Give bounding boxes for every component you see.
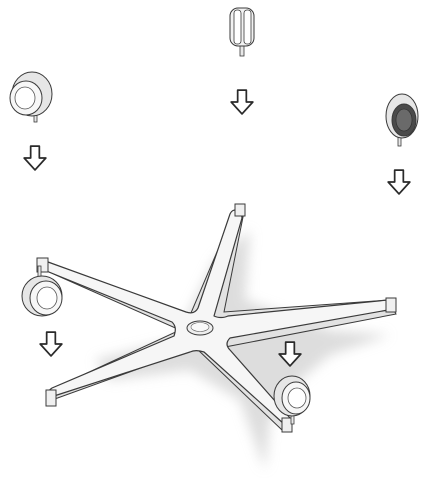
caster-3: [386, 94, 418, 146]
socket-top: [235, 204, 245, 216]
arrow-1-icon: [231, 90, 253, 114]
star-base-top: [41, 210, 392, 425]
star-base: [37, 204, 396, 470]
socket-bottom-left: [46, 390, 56, 406]
caster-1: [230, 8, 254, 56]
caster-2: [10, 72, 52, 122]
socket-bottom-right: [282, 418, 292, 432]
arrow-2-icon: [24, 146, 46, 170]
arrow-4-icon: [40, 332, 62, 356]
arrow-3-icon: [388, 170, 410, 194]
socket-right: [386, 298, 396, 312]
star-base-hub-inner: [191, 323, 209, 332]
